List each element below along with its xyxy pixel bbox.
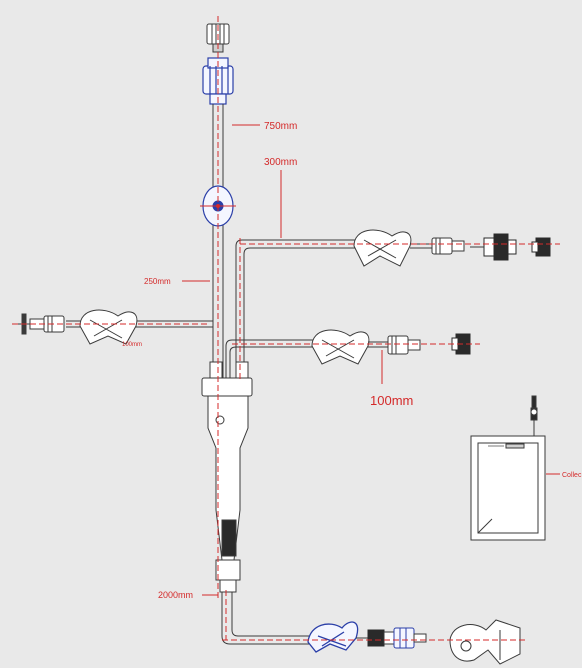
spike-clamp (449, 619, 521, 665)
dim-label-250: 250mm (144, 277, 171, 286)
bottom-connectors (356, 627, 427, 649)
upper-right-branch (235, 239, 360, 378)
luer-connector-upper (431, 237, 465, 255)
roller-clamp-left (79, 309, 138, 345)
roller-clamp-bottom (307, 621, 359, 653)
end-cap-upper (531, 237, 551, 257)
label-collection: Collec (562, 472, 582, 479)
dim-label-100-small: 100mm (122, 342, 142, 348)
lower-tube (221, 592, 312, 645)
roller-clamp-upper (353, 229, 432, 267)
dim-label-300: 300mm (264, 157, 297, 168)
dim-label-100-large: 100mm (370, 393, 413, 408)
dim-label-2000: 2000mm (158, 590, 193, 600)
dim-label-750: 750mm (264, 121, 297, 132)
luer-connector-middle (387, 335, 421, 355)
collection-bag (470, 395, 546, 541)
roller-clamp-middle (311, 329, 388, 365)
middle-right-branch (225, 339, 318, 378)
main-tube (212, 104, 224, 378)
filter-valve (470, 233, 517, 261)
manifold (201, 361, 253, 593)
dimension-lines (12, 16, 560, 641)
